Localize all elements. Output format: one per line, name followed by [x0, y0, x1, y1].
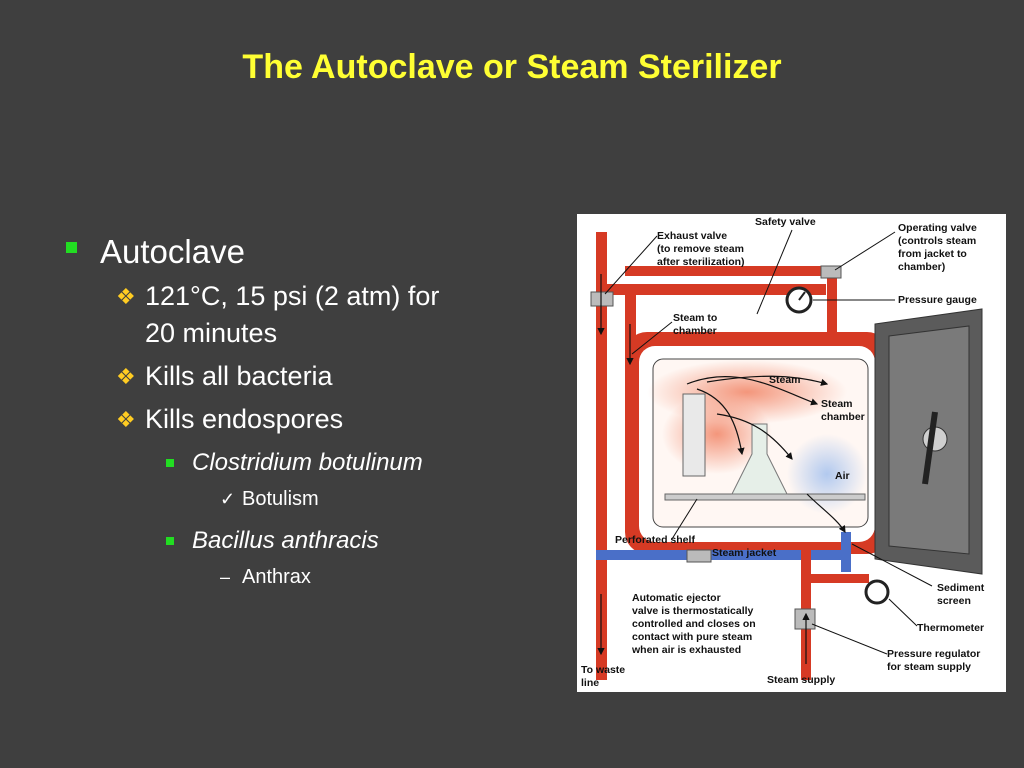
square-bullet-icon: [166, 537, 174, 545]
bullet-conditions-line2: 20 minutes: [145, 318, 278, 348]
bullet-kills-bacteria-text: Kills all bacteria: [145, 361, 333, 391]
autoclave-diagram: Exhaust valve (to remove steam after ste…: [577, 214, 1006, 692]
diamond-bullet-icon: ❖: [116, 407, 136, 432]
slide-title: The Autoclave or Steam Sterilizer: [242, 48, 782, 86]
label-to-waste-line: To waste line: [581, 664, 626, 689]
bullet-kills-bacteria: ❖ Kills all bacteria: [62, 358, 562, 395]
label-exhaust-valve: Exhaust valve (to remove steam after ste…: [657, 230, 745, 268]
label-air: Air: [835, 470, 850, 482]
label-pressure-regulator: Pressure regulator for steam supply: [887, 648, 981, 673]
label-automatic-ejector: Automatic ejector valve is thermostatica…: [632, 592, 756, 656]
bullet-clostridium: Clostridium botulinum: [62, 448, 562, 478]
label-perforated-shelf: Perforated shelf: [615, 534, 695, 546]
label-sediment-screen: Sediment screen: [937, 582, 985, 607]
bullet-conditions: ❖ 121°C, 15 psi (2 atm) for 20 minutes: [62, 278, 562, 352]
bullet-bacillus: Bacillus anthracis: [62, 526, 562, 556]
bullet-autoclave: Autoclave: [62, 232, 562, 272]
bullet-autoclave-text: Autoclave: [100, 233, 245, 270]
label-steam-supply: Steam supply: [767, 674, 836, 686]
label-pressure-gauge: Pressure gauge: [898, 294, 977, 306]
bullet-bacillus-text: Bacillus anthracis: [192, 527, 379, 554]
diamond-bullet-icon: ❖: [116, 364, 136, 389]
label-steam-to-chamber: Steam to chamber: [673, 312, 718, 337]
bullet-botulism: ✓ Botulism: [62, 486, 562, 512]
square-bullet-icon: [66, 242, 77, 253]
square-bullet-icon: [166, 459, 174, 467]
label-safety-valve: Safety valve: [755, 216, 816, 228]
bullet-kills-endospores: ❖ Kills endospores: [62, 401, 562, 438]
label-steam: Steam: [769, 374, 801, 386]
label-thermometer: Thermometer: [917, 622, 985, 634]
bullet-clostridium-text: Clostridium botulinum: [192, 449, 423, 476]
checkmark-icon: ✓: [220, 489, 236, 509]
bullet-kills-endospores-text: Kills endospores: [145, 404, 344, 434]
bullet-conditions-line1: 121°C, 15 psi (2 atm) for: [145, 281, 440, 311]
bullet-anthrax-text: Anthrax: [242, 566, 311, 588]
bullet-botulism-text: Botulism: [242, 488, 319, 510]
autoclave-illustration: [590, 229, 983, 680]
dash-bullet-icon: –: [220, 567, 231, 587]
label-steam-chamber: Steam chamber: [821, 398, 865, 423]
bullet-anthrax: – Anthrax: [62, 564, 562, 590]
label-steam-jacket: Steam jacket: [712, 547, 777, 559]
label-operating-valve: Operating valve (controls steam from jac…: [898, 222, 977, 273]
diamond-bullet-icon: ❖: [116, 284, 136, 309]
bullet-list: Autoclave ❖ 121°C, 15 psi (2 atm) for 20…: [62, 232, 562, 590]
